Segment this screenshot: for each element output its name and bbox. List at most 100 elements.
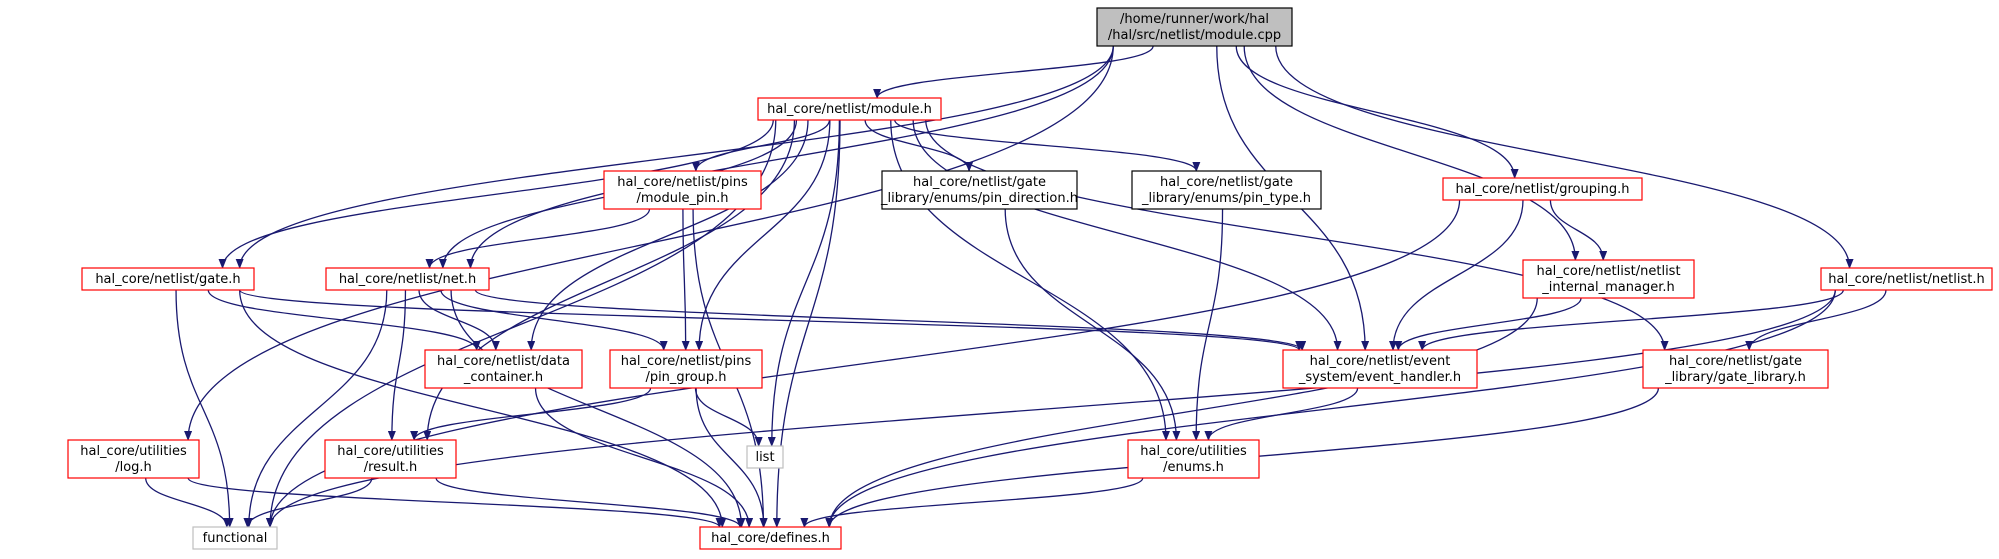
node-label-net_h-line-0: hal_core/netlist/net.h xyxy=(339,272,476,287)
edge-pin_group_h-to-result_h xyxy=(410,387,652,441)
edge-internal_mgr_h-to-event_handler_h xyxy=(1394,297,1582,351)
node-box-netlist_h xyxy=(1820,267,1993,291)
node-label-root-line-1: /hal/src/netlist/module.cpp xyxy=(1108,28,1281,43)
node-label-pin_direction_h-line-0: hal_core/netlist/gate xyxy=(913,175,1046,190)
edge-grouping_h-to-internal_mgr_h xyxy=(1549,199,1608,261)
edge-module_h-to-pin_direction_h xyxy=(864,119,974,172)
edge-netlist_h-to-event_handler_h xyxy=(1418,289,1844,351)
edge-internal_mgr_h-to-defines_h xyxy=(825,297,1538,528)
node-box-pin_group_h xyxy=(609,349,763,389)
edge-netlist_h-to-gate_library_h xyxy=(1745,289,1887,351)
node-layer: /home/runner/work/hal/hal/src/netlist/mo… xyxy=(67,7,1993,550)
node-label-module_h-line-0: hal_core/netlist/module.h xyxy=(767,102,932,117)
edge-module_h-to-enums_h xyxy=(890,119,1170,441)
node-label-result_h-line-1: /result.h xyxy=(364,460,418,475)
node-label-root-line-0: /home/runner/work/hal xyxy=(1120,12,1269,27)
node-label-enums_h-line-0: hal_core/utilities xyxy=(1140,444,1247,459)
node-box-internal_mgr_h xyxy=(1522,259,1695,299)
node-box-net_h xyxy=(325,267,490,291)
node-box-gate_library_h xyxy=(1642,349,1829,389)
node-box-module_pin_h xyxy=(603,170,762,210)
node-netlist_h[interactable]: hal_core/netlist/netlist.h xyxy=(1820,267,1993,291)
edge-log_h-to-defines_h xyxy=(187,477,724,528)
edge-root-to-gate_h xyxy=(235,45,1114,269)
edge-layer xyxy=(145,45,1887,528)
edge-log_h-to-functional xyxy=(145,477,231,528)
node-box-list xyxy=(746,445,784,469)
node-gate_h[interactable]: hal_core/netlist/gate.h xyxy=(81,267,255,291)
edge-pin_type_h-to-enums_h xyxy=(1192,208,1224,441)
edge-net_h-to-event_handler_h xyxy=(474,289,1306,351)
node-root: /home/runner/work/hal/hal/src/netlist/mo… xyxy=(1096,7,1293,47)
node-event_handler_h[interactable]: hal_core/netlist/event_system/event_hand… xyxy=(1282,349,1478,389)
node-box-grouping_h xyxy=(1442,177,1643,201)
node-pin_group_h[interactable]: hal_core/netlist/pins/pin_group.h xyxy=(609,349,763,389)
node-enums_h[interactable]: hal_core/utilities/enums.h xyxy=(1127,439,1260,479)
edge-net_h-to-data_container_h xyxy=(418,289,500,351)
node-gate_library_h[interactable]: hal_core/netlist/gate_library/gate_libra… xyxy=(1642,349,1829,389)
node-label-grouping_h-line-0: hal_core/netlist/grouping.h xyxy=(1456,182,1630,197)
node-module_pin_h[interactable]: hal_core/netlist/pins/module_pin.h xyxy=(603,170,762,210)
node-label-module_pin_h-line-0: hal_core/netlist/pins xyxy=(617,175,748,190)
node-label-pin_group_h-line-0: hal_core/netlist/pins xyxy=(621,354,752,369)
edge-pin_group_h-to-list xyxy=(694,387,763,447)
node-box-root xyxy=(1096,7,1293,47)
node-label-internal_mgr_h-line-0: hal_core/netlist/netlist xyxy=(1536,264,1680,279)
edge-module_h-to-gate_h xyxy=(218,119,774,269)
node-box-data_container_h xyxy=(424,349,583,389)
edge-root-to-module_h xyxy=(873,45,1154,99)
edge-enums_h-to-defines_h xyxy=(800,477,1144,528)
edge-module_h-to-defines_h xyxy=(772,119,841,528)
node-box-result_h xyxy=(324,439,457,479)
node-list: list xyxy=(746,445,784,469)
edge-net_h-to-defines_h xyxy=(450,289,746,528)
node-grouping_h[interactable]: hal_core/netlist/grouping.h xyxy=(1442,177,1643,201)
node-net_h[interactable]: hal_core/netlist/net.h xyxy=(325,267,490,291)
edge-gate_h-to-functional xyxy=(175,289,234,528)
edge-module_pin_h-to-pin_group_h xyxy=(681,208,690,351)
edge-module_h-to-gate_library_h xyxy=(925,119,1669,351)
node-label-pin_direction_h-line-1: _library/enums/pin_direction.h xyxy=(880,191,1078,206)
node-log_h[interactable]: hal_core/utilities/log.h xyxy=(67,439,200,479)
edge-root-to-grouping_h xyxy=(1235,45,1519,179)
edge-module_h-to-event_handler_h xyxy=(912,119,1342,351)
edge-module_pin_h-to-net_h xyxy=(425,208,651,269)
node-label-functional-line-0: functional xyxy=(203,531,268,546)
node-box-pin_direction_h xyxy=(881,170,1078,210)
node-internal_mgr_h[interactable]: hal_core/netlist/netlist_internal_manage… xyxy=(1522,259,1695,299)
edge-pin_direction_h-to-enums_h xyxy=(1004,208,1181,441)
edge-result_h-to-defines_h xyxy=(435,477,744,528)
node-label-list-line-0: list xyxy=(755,450,774,465)
node-label-internal_mgr_h-line-1: _internal_manager.h xyxy=(1541,280,1675,295)
node-label-result_h-line-0: hal_core/utilities xyxy=(337,444,444,459)
edge-net_h-to-result_h xyxy=(387,289,407,441)
node-functional: functional xyxy=(192,526,278,550)
edge-gate_h-to-data_container_h xyxy=(207,289,481,351)
node-box-functional xyxy=(192,526,278,550)
edge-module_h-to-pin_type_h xyxy=(894,119,1201,172)
edge-net_h-to-functional xyxy=(244,289,388,528)
edge-pin_group_h-to-defines_h xyxy=(695,387,768,528)
node-box-event_handler_h xyxy=(1282,349,1478,389)
edge-root-to-netlist_h xyxy=(1275,45,1854,269)
node-label-gate_library_h-line-0: hal_core/netlist/gate xyxy=(1669,354,1802,369)
edge-gate_h-to-event_handler_h xyxy=(239,289,1303,351)
edge-event_handler_h-to-enums_h xyxy=(1204,387,1359,441)
node-label-enums_h-line-1: /enums.h xyxy=(1163,460,1224,475)
node-module_h[interactable]: hal_core/netlist/module.h xyxy=(757,97,942,121)
node-data_container_h[interactable]: hal_core/netlist/data_container.h xyxy=(424,349,583,389)
node-label-data_container_h-line-0: hal_core/netlist/data xyxy=(437,354,570,369)
edge-root-to-internal_mgr_h xyxy=(1243,45,1580,261)
node-defines_h[interactable]: hal_core/defines.h xyxy=(699,526,842,550)
node-result_h[interactable]: hal_core/utilities/result.h xyxy=(324,439,457,479)
node-box-gate_h xyxy=(81,267,255,291)
node-box-log_h xyxy=(67,439,200,479)
node-label-gate_library_h-line-1: _library/gate_library.h xyxy=(1664,370,1806,385)
node-box-defines_h xyxy=(699,526,842,550)
node-box-pin_type_h xyxy=(1131,170,1322,210)
edge-gate_h-to-defines_h xyxy=(239,289,727,528)
edge-module_h-to-module_pin_h xyxy=(691,119,831,172)
node-label-event_handler_h-line-1: _system/event_handler.h xyxy=(1298,370,1461,385)
node-label-gate_h-line-0: hal_core/netlist/gate.h xyxy=(95,272,240,287)
